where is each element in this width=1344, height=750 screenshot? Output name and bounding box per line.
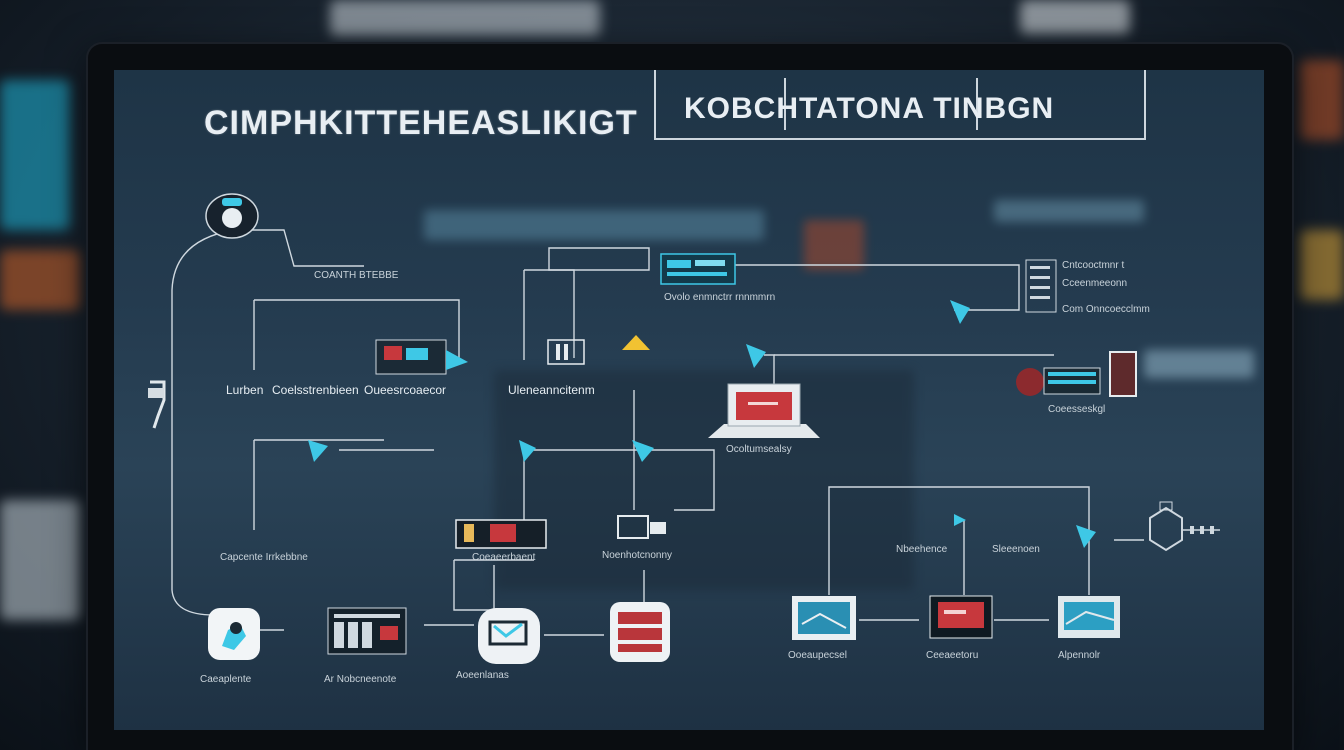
label-top-center-caption: Ovolo enmnctrr rnnmmrn — [664, 292, 776, 303]
background-blob — [1300, 230, 1344, 300]
arrow-marker — [632, 440, 654, 462]
connector-lines — [171, 229, 1144, 636]
label-mid-right-b: Sleeenoen — [992, 544, 1040, 555]
title-box-text: KOBCHTATONA TINBGN — [684, 92, 1055, 125]
printer-machine-icon — [1014, 348, 1144, 406]
background-blob — [330, 0, 600, 36]
background-blob — [0, 500, 80, 620]
machine-icon — [372, 330, 472, 380]
connector-line — [171, 229, 235, 616]
control-board-icon — [326, 606, 410, 656]
label-left-row1-b: Coelsstrenbieen — [272, 383, 359, 397]
label-bottom-a: Caeaplente — [200, 674, 252, 685]
label-mid-center-b: Noenhotcnonny — [602, 550, 673, 561]
arrow-marker — [950, 300, 970, 324]
connector-line — [524, 269, 575, 358]
connector-line — [548, 247, 650, 271]
connector-line — [634, 449, 715, 511]
monitor-screen-icon — [790, 594, 860, 642]
connector-line — [453, 560, 494, 611]
screen-blur-panel — [994, 200, 1144, 222]
screen-blur-panel — [804, 220, 864, 270]
red-screen-icon — [928, 594, 994, 640]
screen-blur-panel — [424, 210, 764, 240]
battery-unit-icon — [454, 516, 550, 550]
red-cabinet-icon — [704, 380, 824, 442]
connector-line — [734, 264, 1020, 311]
label-mid-left: Capcente Irrkebbne — [220, 552, 308, 563]
arrow-marker — [746, 344, 766, 368]
label-right-top-c: Com Onncoecclmm — [1062, 304, 1150, 315]
connector-line — [254, 299, 460, 360]
cyan-screen-icon — [1056, 594, 1124, 640]
hex-node-icon — [1134, 500, 1224, 560]
plug-icon — [144, 380, 174, 430]
drawer-cabinet-icon — [608, 600, 674, 666]
user-head-icon — [202, 192, 262, 244]
arrow-marker — [954, 514, 966, 526]
title-box: KOBCHTATONA TINBGN — [654, 70, 1146, 140]
label-left-row1-a: Lurben — [226, 383, 264, 397]
warning-triangle — [622, 335, 650, 350]
background-blob — [1300, 60, 1344, 140]
arrow-marker — [519, 440, 536, 462]
screen-blur-panel — [1144, 350, 1254, 378]
arrow-marker — [308, 440, 328, 462]
label-right-mid: Coeesseskgl — [1048, 404, 1106, 415]
diagram-title: CIMPHKITTEHEASLIKIGT — [204, 104, 638, 142]
title-box-divider — [784, 78, 786, 130]
label-bottom-b: Ar Nobcneenote — [324, 674, 397, 685]
label-mid-center-a: Coeaeerbaent — [472, 552, 536, 563]
arrow-marker — [1076, 525, 1096, 548]
label-left-row1-c: Oueesrcoaecor — [364, 383, 447, 397]
chat-device-icon — [476, 606, 544, 666]
connector-line — [828, 486, 1090, 595]
label-right-center: Ocoltumsealsy — [726, 444, 792, 455]
connector-line — [234, 229, 364, 267]
title-box-divider — [976, 78, 978, 130]
label-center-row1: Uleneanncitenm — [508, 383, 595, 397]
document-grid-icon — [1024, 258, 1060, 314]
label-right-top-a: Cntcooctmnr t — [1062, 260, 1125, 271]
server-icon — [546, 338, 586, 366]
diagram-screen: CIMPHKITTEHEASLIKIGT KOBCHTATONA TINBGN — [114, 70, 1264, 730]
label-right-top-b: Cceenmeeonn — [1062, 278, 1128, 289]
background-blob — [1020, 0, 1130, 34]
screen-blur-panel — [494, 370, 914, 590]
label-bottom-d: Ooeaupecsel — [788, 650, 847, 661]
background-blob — [0, 250, 80, 310]
user-badge-icon — [206, 606, 264, 664]
label-top-left: COANTH BTEBBE — [314, 270, 399, 281]
background-blob — [0, 80, 70, 230]
label-mid-right-a: Nbeehence — [896, 544, 948, 555]
label-bottom-c: Aoeenlanas — [456, 670, 509, 681]
label-bottom-f: Alpennolr — [1058, 650, 1101, 661]
label-bottom-e: Ceeaeetoru — [926, 650, 979, 661]
device-icon — [614, 510, 674, 544]
control-panel-icon — [659, 250, 739, 290]
